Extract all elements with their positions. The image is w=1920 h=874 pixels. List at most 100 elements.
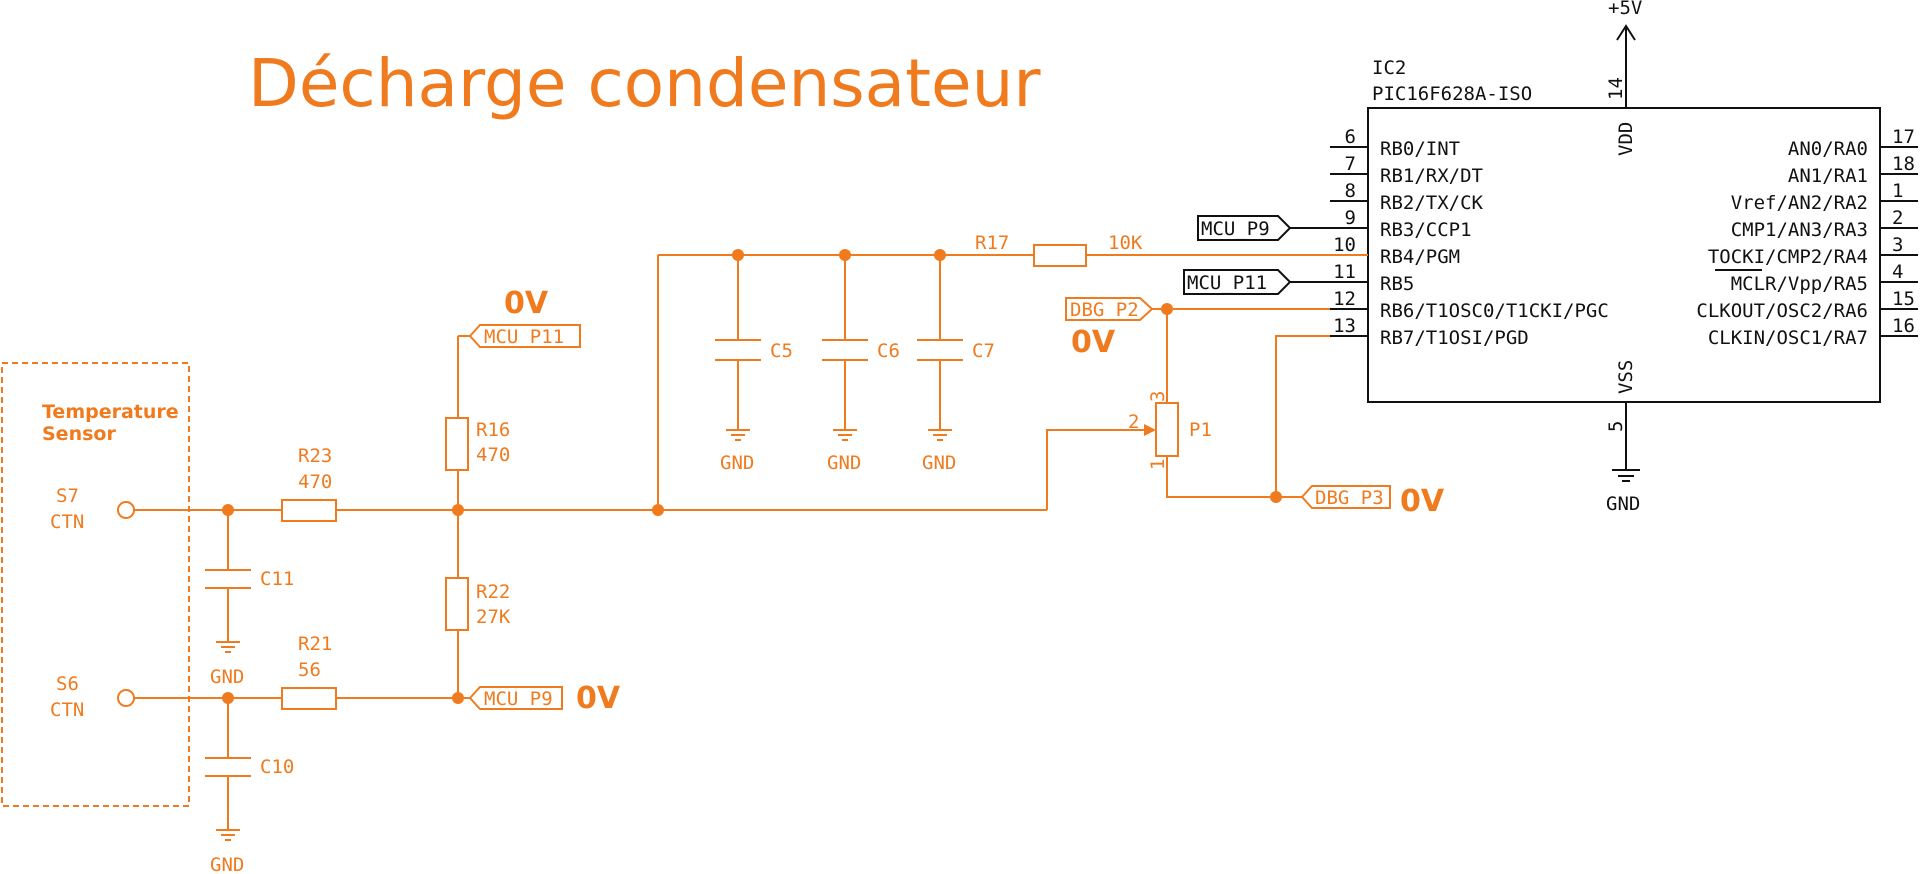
net-label-dbg-p2: DBG_P2 xyxy=(1065,297,1154,321)
sensor-outline xyxy=(1,362,190,807)
p1-pin2: 2 xyxy=(1128,411,1139,433)
ground-c11-label: GND xyxy=(210,666,244,688)
r16-value: 470 xyxy=(476,444,510,466)
ic-left-pin-name: RB7/T1OSI/PGD xyxy=(1380,327,1529,349)
ic-right-pin-name: CMP1/AN3/RA3 xyxy=(1731,219,1868,241)
resistor-r22: R22 27K xyxy=(445,577,511,631)
ic-right-pin-number: 15 xyxy=(1892,288,1915,310)
net-label-mcu-p11-orange: MCU_P11 xyxy=(468,324,581,348)
s7-connector xyxy=(117,501,135,519)
p1-ref: P1 xyxy=(1189,419,1212,441)
capacitor-c11: C11 xyxy=(205,568,294,590)
ic-left-pin-name: RB2/TX/CK xyxy=(1380,192,1484,214)
ic-left-pin-number: 7 xyxy=(1345,153,1356,175)
ground-c10-label: GND xyxy=(210,854,244,874)
junction-dots xyxy=(222,249,1282,704)
sensor-s6-type: CTN xyxy=(50,699,84,721)
ic-right-pin-number: 2 xyxy=(1892,207,1903,229)
ic-left-pin-number: 12 xyxy=(1333,288,1356,310)
ic-pins: 6RB0/INT7RB1/RX/DT8RB2/TX/CK9RB3/CCP110R… xyxy=(1330,126,1918,349)
ic-right-pin-number: 1 xyxy=(1892,180,1903,202)
voltage-0v-mcu-p11: 0V xyxy=(504,286,549,321)
ic-right-pin-number: 3 xyxy=(1892,234,1903,256)
supply-arrow-head xyxy=(1616,24,1636,41)
dbg-p2-text: DBG_P2 xyxy=(1070,299,1139,321)
temperature-sensor: Temperature Sensor S7 CTN S6 CTN xyxy=(1,362,190,807)
sensor-title-line1: Temperature xyxy=(42,401,179,423)
vss-pin-name: VSS xyxy=(1615,360,1637,394)
ic-right-pin-number: 16 xyxy=(1892,315,1915,337)
ic-left-pin-name: RB4/PGM xyxy=(1380,246,1460,268)
p1-pin3: 3 xyxy=(1147,391,1169,402)
ground-c5: GND xyxy=(720,429,754,474)
r23-ref: R23 xyxy=(298,445,332,467)
ic-left-pin-name: RB1/RX/DT xyxy=(1380,165,1483,187)
r21-ref: R21 xyxy=(298,633,332,655)
dbg-p3-text: DBG_P3 xyxy=(1315,487,1384,509)
ground-c11: GND xyxy=(210,641,244,688)
ic-right-pin-name: MCLR/Vpp/RA5 xyxy=(1731,273,1868,295)
net-label-dbg-p3: DBG_P3 xyxy=(1300,485,1391,509)
resistor-r17: R17 10K xyxy=(975,232,1143,267)
mcu-p11-black-text: MCU_P11 xyxy=(1187,272,1267,294)
ic-left-pin-number: 11 xyxy=(1333,261,1356,283)
capacitor-c5: C5 xyxy=(715,339,793,362)
r17-ref: R17 xyxy=(975,232,1009,254)
resistor-r16: R16 470 xyxy=(445,417,510,471)
ground-c6-label: GND xyxy=(827,452,861,474)
p1-pin1: 1 xyxy=(1147,459,1169,470)
ground-c6: GND xyxy=(827,429,861,474)
ground-c10: GND xyxy=(210,829,244,874)
voltage-0v-dbg-p2: 0V xyxy=(1071,325,1116,360)
ic2: IC2 PIC16F628A-ISO +5V 14 VDD GND 5 VSS … xyxy=(1330,0,1918,515)
capacitor-c7: C7 xyxy=(917,339,995,362)
ic-ref: IC2 xyxy=(1372,57,1406,79)
c5-label: C5 xyxy=(770,340,793,362)
r22-ref: R22 xyxy=(476,581,510,603)
r23-value: 470 xyxy=(298,471,332,493)
potentiometer-p1: P1 2 3 1 xyxy=(1128,391,1212,470)
sensor-s7-type: CTN xyxy=(50,511,84,533)
ic-right-pin-number: 18 xyxy=(1892,153,1915,175)
capacitor-c10: C10 xyxy=(205,756,294,778)
c6-label: C6 xyxy=(877,340,900,362)
c7-label: C7 xyxy=(972,340,995,362)
voltage-0v-mcu-p9: 0V xyxy=(576,681,621,716)
ic-left-pin-name: RB5 xyxy=(1380,273,1414,295)
sensor-title-line2: Sensor xyxy=(42,423,116,445)
c11-label: C11 xyxy=(260,568,294,590)
vss-ground-label: GND xyxy=(1606,493,1640,515)
mcu-p9-black-text: MCU_P9 xyxy=(1201,218,1270,240)
ic-left-pin-number: 6 xyxy=(1345,126,1356,148)
vdd-pin-number: 14 xyxy=(1605,77,1627,100)
ic-right-pin-name: CLKOUT/OSC2/RA6 xyxy=(1696,300,1868,322)
r16-ref: R16 xyxy=(476,419,510,441)
ic-left-pin-name: RB3/CCP1 xyxy=(1380,219,1472,241)
circuit-wires xyxy=(134,254,1368,830)
ic-left-pin-number: 10 xyxy=(1333,234,1356,256)
supply-label: +5V xyxy=(1608,0,1642,19)
voltage-0v-dbg-p3: 0V xyxy=(1400,484,1445,519)
mcu-p11-text: MCU_P11 xyxy=(484,326,564,348)
ic-left-pin-number: 9 xyxy=(1345,207,1356,229)
ic-right-pin-name: Vref/AN2/RA2 xyxy=(1731,192,1868,214)
resistor-r21: R21 56 xyxy=(281,633,337,710)
ic-left-pin-name: RB0/INT xyxy=(1380,138,1460,160)
ic-right-pin-name: AN1/RA1 xyxy=(1788,165,1868,187)
ic-right-pin-name: AN0/RA0 xyxy=(1788,138,1868,160)
ic-right-pin-number: 4 xyxy=(1892,261,1903,283)
r22-value: 27K xyxy=(476,606,511,628)
net-label-mcu-p9-orange: MCU_P9 xyxy=(468,686,563,710)
vdd-pin-name: VDD xyxy=(1615,122,1637,156)
net-label-mcu-p11-black: MCU_P11 xyxy=(1183,269,1368,295)
capacitor-c6: C6 xyxy=(822,339,900,362)
ground-c5-label: GND xyxy=(720,452,754,474)
ic-left-pin-name: RB6/T1OSC0/T1CKI/PGC xyxy=(1380,300,1609,322)
s6-connector xyxy=(117,689,135,707)
ic-right-pin-name: CLKIN/OSC1/RA7 xyxy=(1708,327,1868,349)
ic-right-pin-number: 17 xyxy=(1892,126,1915,148)
mcu-p9-text: MCU_P9 xyxy=(484,688,553,710)
vss-pin-number: 5 xyxy=(1605,421,1627,432)
sensor-s6-label: S6 xyxy=(56,673,79,695)
